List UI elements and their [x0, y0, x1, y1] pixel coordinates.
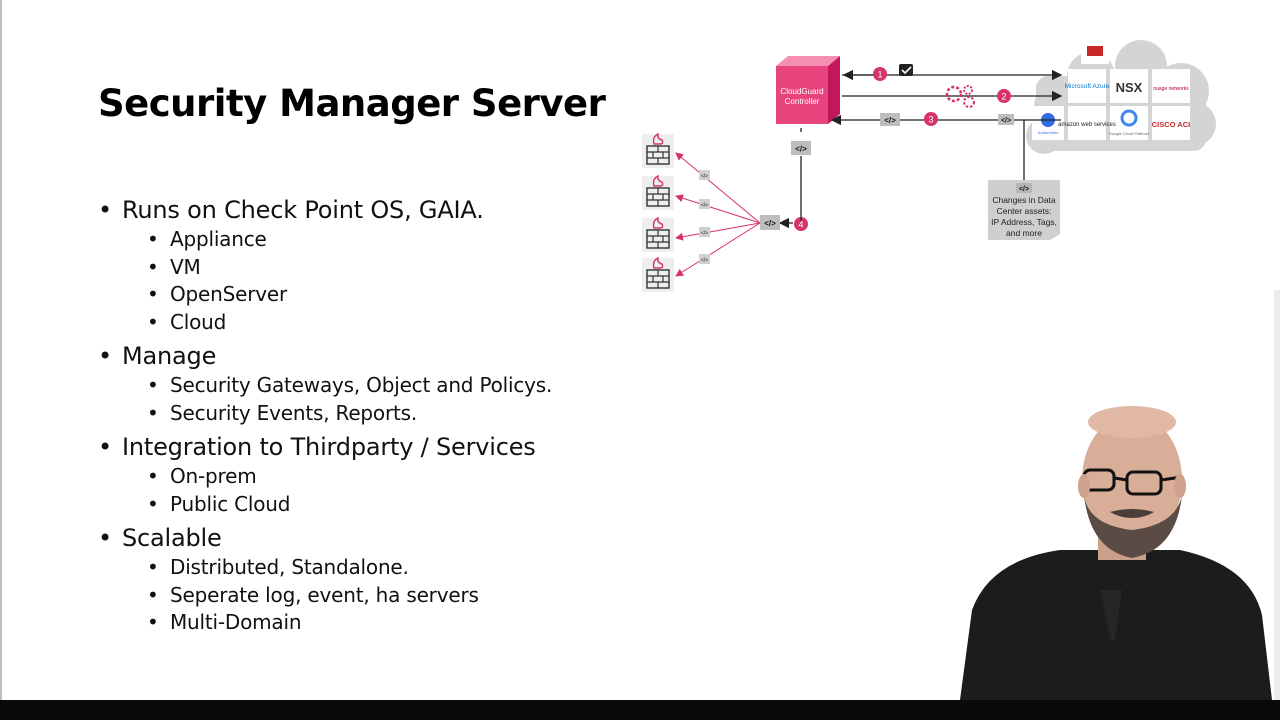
bullet-text: Runs on Check Point OS, GAIA. — [122, 196, 484, 224]
code-badge-cloud: </> — [998, 114, 1014, 125]
slide-title: Security Manager Server — [98, 82, 606, 125]
gateway-code-badges: </> </> </> </> — [699, 170, 710, 264]
svg-text:</>: </> — [701, 258, 708, 264]
slide-left-border — [0, 0, 2, 700]
svg-text:3: 3 — [928, 115, 933, 125]
provider-nuage: nuage networks — [1153, 86, 1189, 92]
sub-bullet-item: Appliance — [122, 226, 656, 254]
slide-right-border — [1274, 290, 1280, 700]
svg-text:and more: and more — [1006, 228, 1042, 238]
video-bottom-bar — [0, 700, 1280, 720]
sub-bullet-list: On-premPublic Cloud — [122, 463, 656, 518]
provider-azure: Microsoft Azure — [1065, 83, 1110, 90]
bullet-list: Runs on Check Point OS, GAIA.ApplianceVM… — [96, 190, 656, 637]
firewall-gateway-icon — [642, 216, 674, 252]
firewall-gateway-icon — [642, 256, 674, 292]
sub-bullet-list: Distributed, Standalone.Seperate log, ev… — [122, 554, 656, 637]
svg-text:</>: </> — [701, 174, 708, 180]
bullet-text: Manage — [122, 342, 217, 370]
sub-bullet-item: Distributed, Standalone. — [122, 554, 656, 582]
svg-text:</>: </> — [764, 219, 776, 228]
gear-icon — [945, 85, 975, 108]
step-4-badge — [794, 217, 808, 231]
svg-text:</>: </> — [1001, 118, 1011, 125]
changes-note-box: </> Changes in Data Center assets: IP Ad… — [988, 180, 1060, 240]
sub-bullet-item: Security Gateways, Object and Policys. — [122, 372, 656, 400]
step-2-badge — [997, 89, 1011, 103]
svg-text:</>: </> — [884, 116, 896, 125]
bullet-item: ScalableDistributed, Standalone.Seperate… — [96, 522, 656, 637]
sub-bullet-item: Security Events, Reports. — [122, 400, 656, 428]
svg-text:</>: </> — [795, 145, 807, 154]
bullet-item: Integration to Thirdparty / ServicesOn-p… — [96, 431, 656, 518]
sub-bullet-item: Seperate log, event, ha servers — [122, 582, 656, 610]
sub-bullet-item: Cloud — [122, 309, 656, 337]
sub-bullet-item: Multi-Domain — [122, 609, 656, 637]
svg-text:Center assets:: Center assets: — [997, 206, 1052, 216]
firewall-gateway-icon — [642, 174, 674, 210]
provider-cisco-aci: CISCO ACI — [1152, 120, 1190, 129]
cloudguard-controller-cube: CloudGuard Controller — [776, 56, 840, 124]
svg-text:Changes in Data: Changes in Data — [992, 195, 1056, 205]
svg-text:1: 1 — [877, 70, 882, 80]
svg-text:4: 4 — [798, 220, 803, 230]
provider-gcp: Google Cloud Platform — [1109, 131, 1150, 136]
step-3-badge — [924, 112, 938, 126]
code-badge-controller: </> — [791, 141, 811, 155]
sub-bullet-item: On-prem — [122, 463, 656, 491]
step-1-badge — [873, 67, 887, 81]
svg-text:CloudGuard: CloudGuard — [780, 87, 823, 96]
bullet-item: Runs on Check Point OS, GAIA.ApplianceVM… — [96, 194, 656, 336]
sub-bullet-list: Security Gateways, Object and Policys.Se… — [122, 372, 656, 427]
provider-kubernetes: Kubernetes — [1038, 130, 1058, 135]
code-badge-arrow-3: </> — [880, 113, 900, 126]
svg-text:IP Address, Tags,: IP Address, Tags, — [991, 217, 1057, 227]
sub-bullet-item: Public Cloud — [122, 491, 656, 519]
code-badge-hub: </> — [760, 215, 780, 230]
shield-check-icon — [899, 64, 913, 76]
presenter-webcam — [960, 406, 1272, 700]
provider-aws: amazon web services — [1058, 122, 1116, 128]
provider-tiles: Microsoft Azure NSX nuage networks Kuber… — [1032, 42, 1190, 140]
svg-text:2: 2 — [1001, 92, 1006, 102]
svg-text:</>: </> — [1019, 186, 1029, 193]
google-cloud-icon — [1120, 109, 1138, 127]
svg-text:</>: </> — [701, 203, 708, 209]
provider-nsx: NSX — [1116, 80, 1143, 95]
sub-bullet-item: OpenServer — [122, 281, 656, 309]
architecture-diagram: Microsoft Azure NSX nuage networks Kuber… — [642, 40, 1216, 292]
sub-bullet-item: VM — [122, 254, 656, 282]
svg-text:Controller: Controller — [785, 97, 820, 106]
sub-bullet-list: ApplianceVMOpenServerCloud — [122, 226, 656, 336]
bullet-item: ManageSecurity Gateways, Object and Poli… — [96, 340, 656, 427]
bullet-text: Integration to Thirdparty / Services — [122, 433, 536, 461]
firewall-gateway-icon — [642, 132, 674, 168]
bullet-text: Scalable — [122, 524, 222, 552]
svg-text:</>: </> — [701, 231, 708, 237]
